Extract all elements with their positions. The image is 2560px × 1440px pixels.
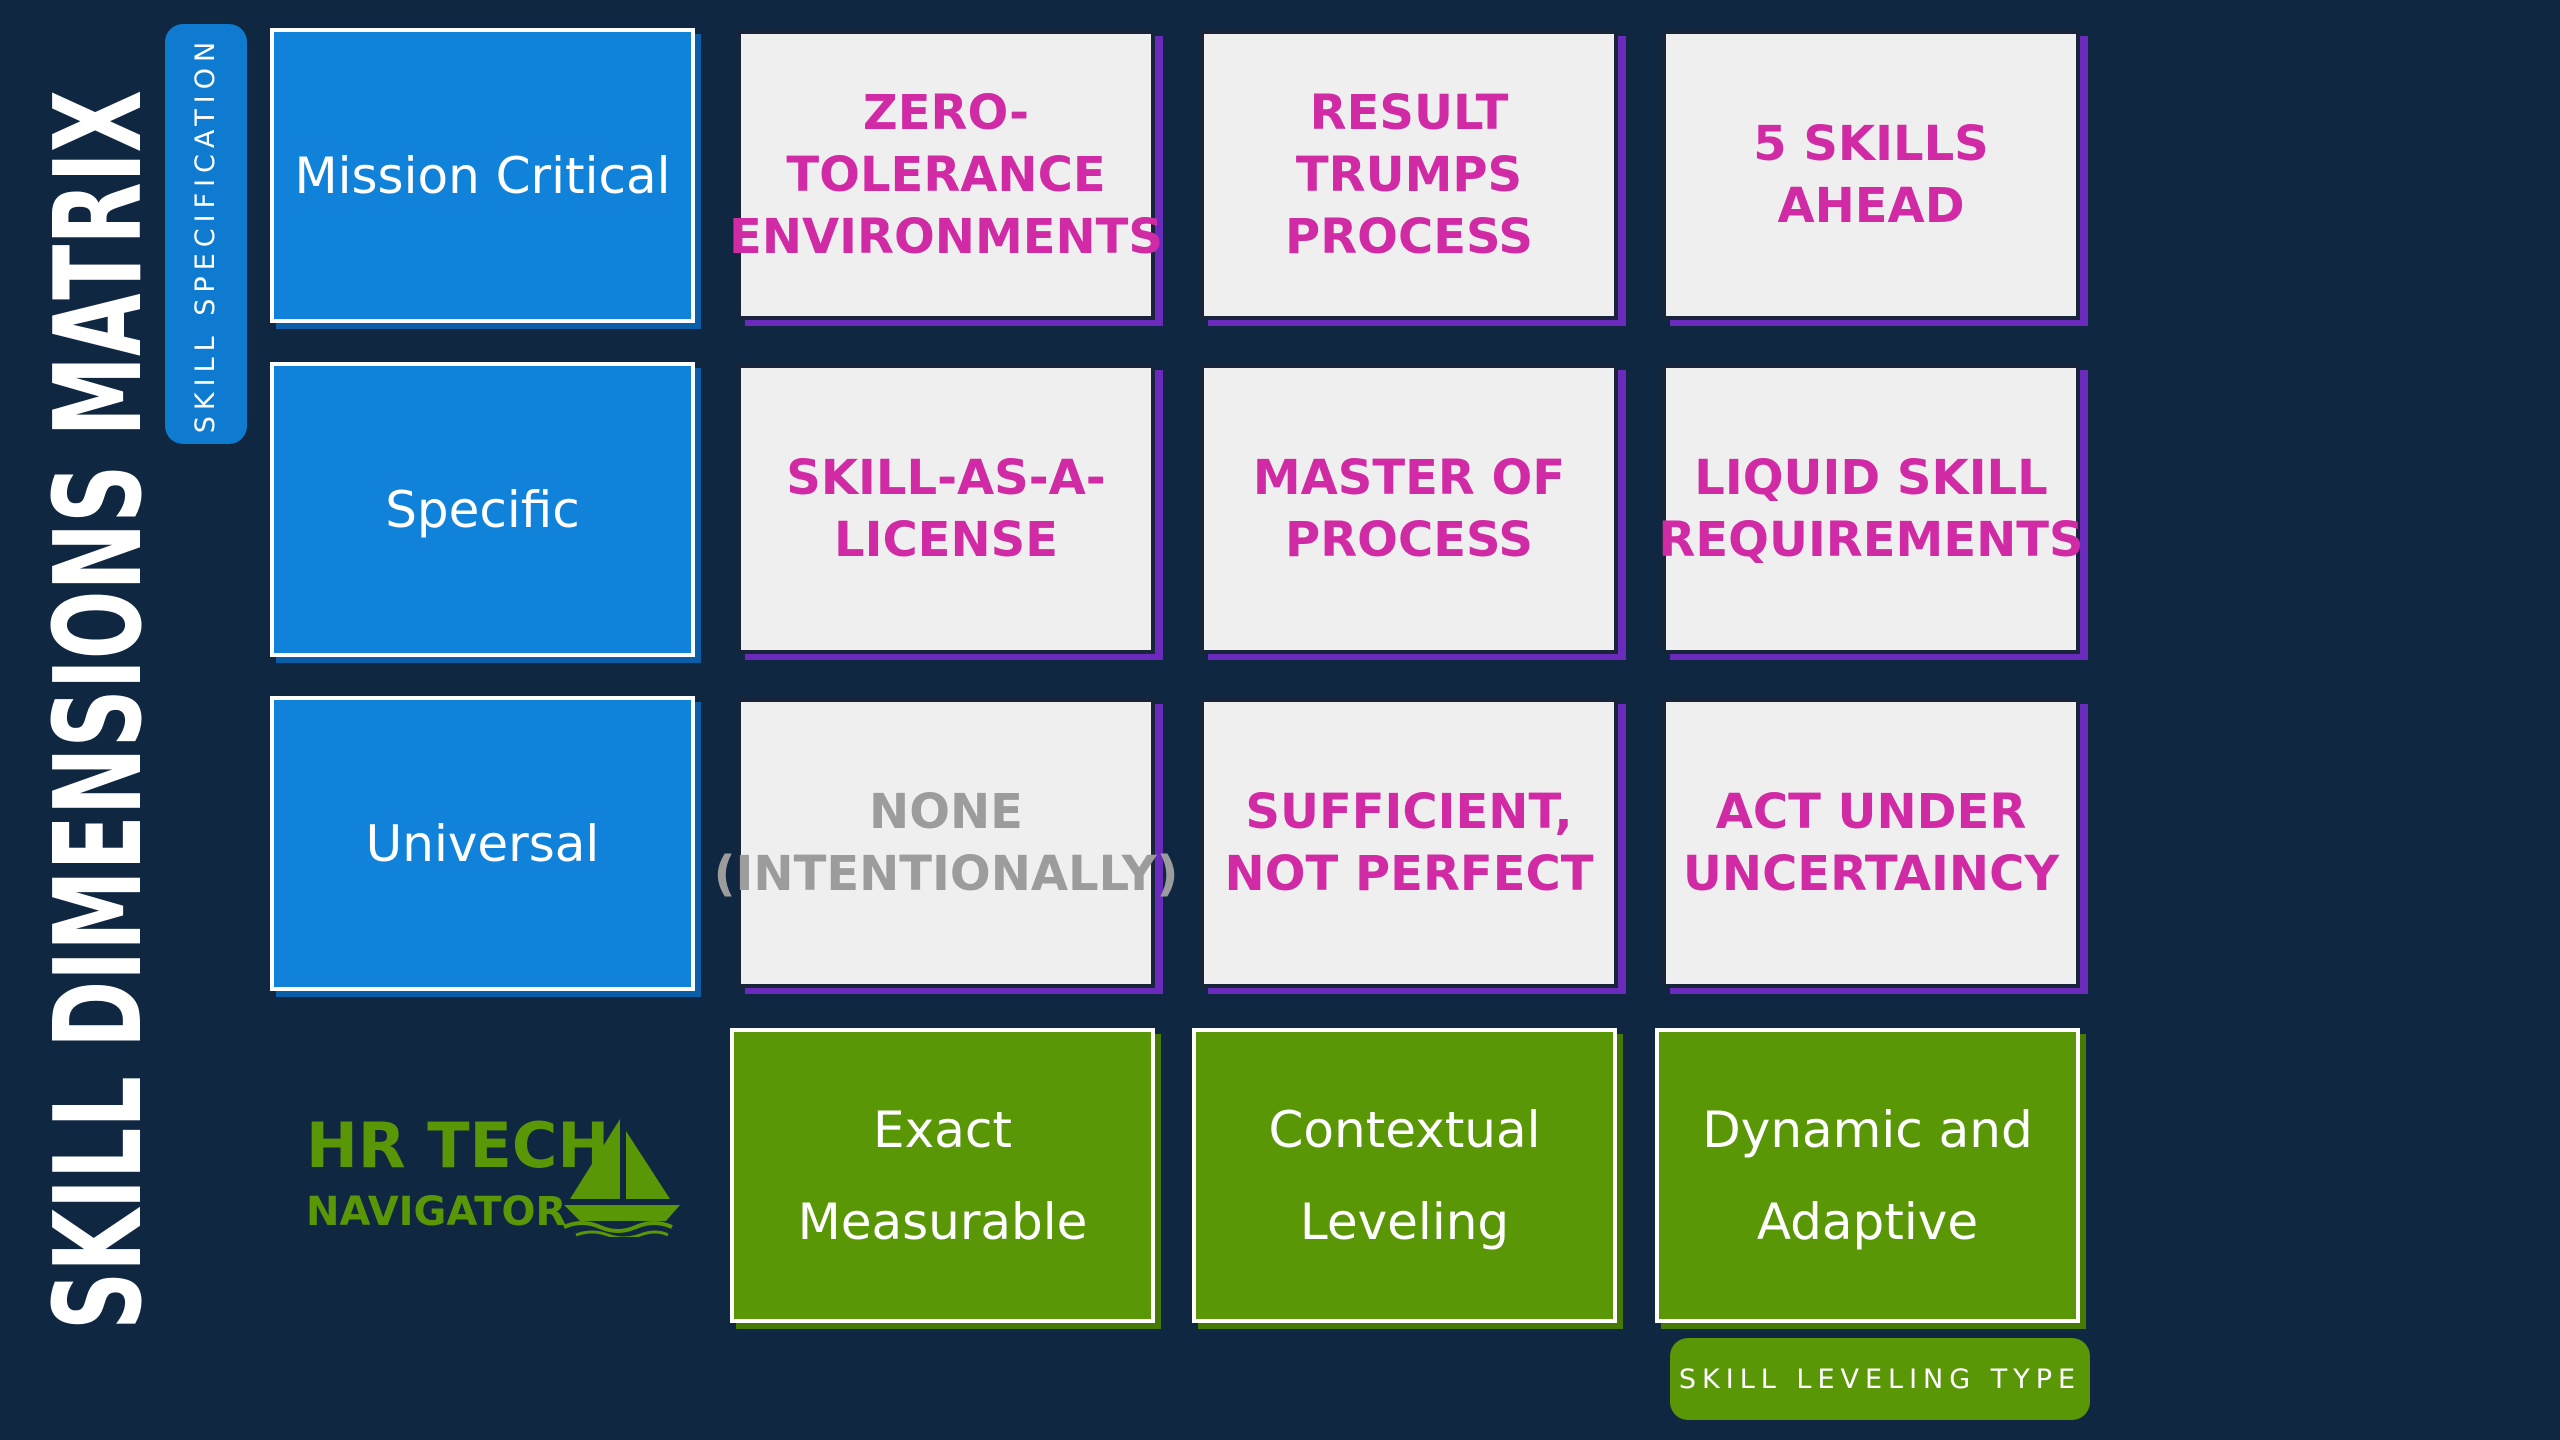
row-header-label: Universal [365, 814, 600, 873]
cell-line1: RESULT TRUMPS [1295, 85, 1523, 203]
cell-line1: ACT UNDER [1715, 784, 2027, 840]
matrix-cell-universal-dynamic: ACT UNDER UNCERTAINCY [1662, 698, 2080, 988]
cell-line2: UNCERTAINCY [1682, 846, 2060, 902]
row-header-label: Specific [385, 480, 580, 539]
hr-tech-navigator-logo: HR TECH NAVIGATOR [300, 1105, 680, 1245]
column-footer-line1: Contextual [1268, 1100, 1541, 1159]
matrix-cell-mission-critical-dynamic: 5 SKILLS AHEAD [1662, 30, 2080, 320]
skill-specification-axis-tag: SKILL SPECIFICATION [165, 24, 247, 444]
column-footer-contextual-leveling: Contextual Leveling [1192, 1028, 1617, 1323]
column-footer-line1: Exact [873, 1100, 1012, 1159]
column-footer-exact-measurable: Exact Measurable [730, 1028, 1155, 1323]
cell-line2: REQUIREMENTS [1658, 512, 2084, 568]
cell-line2: NOT PERFECT [1224, 846, 1594, 902]
matrix-cell-specific-dynamic: LIQUID SKILL REQUIREMENTS [1658, 364, 2084, 654]
cell-line2: LICENSE [834, 512, 1058, 568]
row-header-universal: Universal [270, 696, 695, 991]
matrix-cell-universal-contextual: SUFFICIENT, NOT PERFECT [1200, 698, 1618, 988]
matrix-cell-mission-critical-contextual: RESULT TRUMPS PROCESS [1200, 30, 1618, 320]
column-footer-line2: Leveling [1299, 1192, 1510, 1251]
skill-specification-axis-label: SKILL SPECIFICATION [190, 35, 222, 433]
column-footer-dynamic-adaptive: Dynamic and Adaptive [1655, 1028, 2080, 1323]
main-title: SKILL DIMENSIONS MATRIX [30, 90, 169, 1330]
skill-leveling-type-axis-label: SKILL LEVELING TYPE [1678, 1363, 2082, 1395]
cell-line1: MASTER OF [1252, 450, 1566, 506]
cell-line1: LIQUID SKILL [1694, 450, 2048, 506]
cell-line2: AHEAD [1777, 178, 1965, 234]
matrix-cell-specific-contextual: MASTER OF PROCESS [1200, 364, 1618, 654]
cell-line2: PROCESS [1285, 512, 1533, 568]
matrix-cell-universal-exact: NONE (INTENTIONALLY) [714, 698, 1178, 988]
cell-line1: SKILL-AS-A- [786, 450, 1106, 506]
matrix-cell-mission-critical-exact: ZERO-TOLERANCE ENVIRONMENTS [729, 30, 1163, 320]
matrix-cell-specific-exact: SKILL-AS-A- LICENSE [737, 364, 1155, 654]
logo-line1: HR TECH [306, 1109, 610, 1182]
row-header-specific: Specific [270, 362, 695, 657]
column-footer-line2: Adaptive [1756, 1192, 1979, 1251]
cell-line2: PROCESS [1285, 209, 1533, 265]
skill-leveling-type-axis-tag: SKILL LEVELING TYPE [1670, 1338, 2090, 1420]
cell-line2: (INTENTIONALLY) [713, 846, 1179, 902]
cell-line1: NONE [869, 784, 1023, 840]
cell-line2: ENVIRONMENTS [729, 209, 1163, 265]
cell-line1: SUFFICIENT, [1245, 784, 1573, 840]
column-footer-line1: Dynamic and [1702, 1100, 2033, 1159]
logo-line2: NAVIGATOR [306, 1189, 567, 1235]
cell-line1: ZERO-TOLERANCE [786, 85, 1106, 203]
row-header-mission-critical: Mission Critical [270, 28, 695, 323]
sailboat-icon [563, 1119, 680, 1237]
column-footer-line2: Measurable [797, 1192, 1088, 1251]
row-header-label: Mission Critical [294, 146, 671, 205]
cell-line1: 5 SKILLS [1753, 116, 1989, 172]
